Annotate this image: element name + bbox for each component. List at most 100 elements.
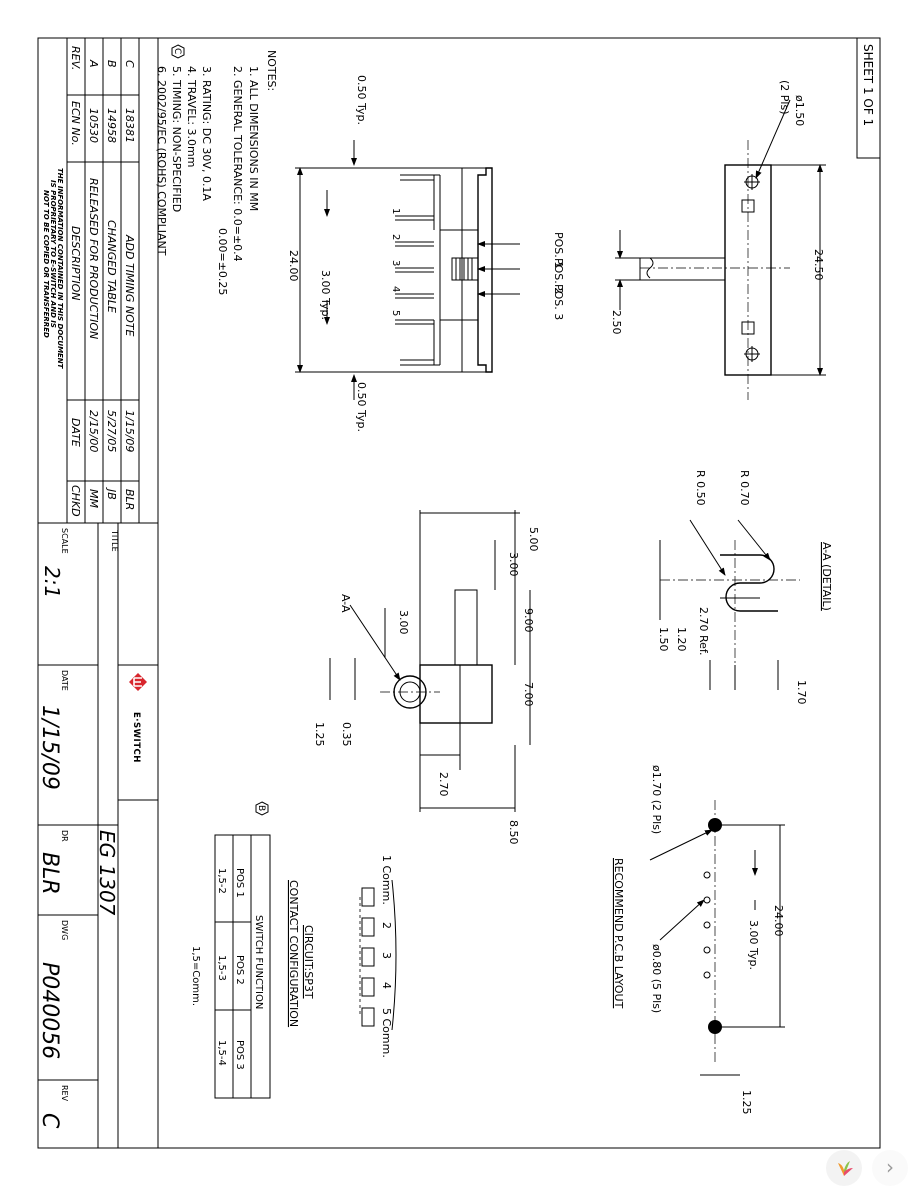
rev-b-chkd: JB [105,487,118,500]
note-2: 2. GENERAL TOLERANCE: 0.0=±0.4 [231,66,244,262]
front-view: 1 2 3 4 5 POS. 1 POS. 2 POS. 3 24.00 3.0… [287,75,565,432]
contact-2: 2 [380,922,393,929]
contact-5: 5 Comm. [380,1008,393,1058]
rev-c-ecn: 18381 [123,108,136,143]
pcb-layout: RECOMMEND P.C.B LAYOUT 24.00 3.00 Typ. ø… [612,765,785,1115]
side-dim-3a: 3.00 [507,552,520,577]
rev-header-chkd: CHKD [69,485,82,517]
mount-hole-bottom [744,346,760,362]
circuit-rev-marker-letter: B [256,805,266,811]
top-dim-hole-qty: (2 Pls) [778,80,791,115]
notes-rev-marker: C [171,44,185,59]
rev-a-ecn: 10530 [87,108,100,143]
pcb-hole-large: ø1.70 (2 Pls) [650,765,663,834]
detail-d4: 1.70 [795,680,808,705]
dwg-label: DWG [60,920,69,940]
front-dim-length: 24.00 [287,250,300,282]
pin-3-label: 3 [390,260,401,266]
rev-a-letter: A [87,59,100,68]
side-dim-850: 8.50 [507,820,520,845]
rev-b-date: 5/27/05 [105,410,118,452]
top-view: ø1.50 (2 Pls) 24.50 2.50 [610,80,826,400]
side-view: 5.00 3.00 9.00 7.00 3.00 0.35 1.25 2.70 … [313,510,540,845]
section-label: A-A [339,594,352,613]
pcb-hole-small: ø0.80 (5 Pls) [650,944,663,1013]
rev-header-date: DATE [69,418,82,447]
chevron-right-icon: › [886,1155,894,1179]
scale-value: 2:1 [40,566,64,598]
part-number: EG 1307 [95,830,119,916]
date-label: DATE [60,670,69,691]
switch-function-table: SWITCH FUNCTION POS 1 POS 2 POS 3 1,5-2 … [214,834,271,1099]
detail-r2: R 0.50 [694,470,707,506]
note-2b: 0.00=±0.25 [216,228,229,295]
disclaimer-line-3: NOT TO BE COPIED OR TRANSFERRED [42,190,50,338]
prev-page-button[interactable] [826,1150,862,1186]
terminal-pins [395,174,434,366]
rev-a-description: RELEASED FOR PRODUCTION [87,178,100,339]
switch-header-pos3: POS 3 [234,1040,245,1070]
viewer-nav: › [820,1144,918,1188]
note-5: 5. TIMING: NON-SPECIFIED [170,66,183,212]
rev-label: REV [60,1085,69,1102]
pin-5-label: 5 [390,310,401,316]
note-3: 3. RATING: DC 30V, 0.1A [200,66,213,201]
side-dim-7: 7.00 [522,682,535,707]
sheet-label-box: SHEET 1 OF 1 [856,37,881,159]
pin-1-label: 1 [390,208,401,214]
sheet-label: SHEET 1 OF 1 [861,44,875,126]
rev-c-letter: C [123,60,136,68]
title-block: SCALE 2:1 TITLE DATE 1/15/09 E·SWITCH EG… [37,522,159,1149]
detail-title: A-A (DETAIL) [820,542,833,611]
rev-b-letter: B [105,60,118,68]
rev-header-rev: REV. [69,46,82,70]
rev-header-description: DESCRIPTION [69,226,82,300]
switch-header-pos1: POS 1 [234,868,245,898]
side-dim-035: 0.35 [340,722,353,747]
rev-c-description: ADD TIMING NOTE [123,234,136,337]
brand-name: E·SWITCH [131,712,141,763]
notes-heading: NOTES: [265,50,278,91]
rev-c-date: 1/15/09 [123,410,136,452]
disclaimer-line-2: IS PROPRIETARY TO E-SWITCH AND IS [49,180,57,328]
dr-label: DR [60,830,69,842]
detail-r1: R 0.70 [738,470,751,506]
note-6: 6. 2002/95/EC (ROHS) COMPLIANT [155,66,168,256]
drawn-by: BLR [37,852,62,895]
switch-value-pos2: 1,5-3 [216,955,227,981]
detail-d2: 1.20 [675,627,688,652]
rev-a-date: 2/15/00 [87,410,100,452]
side-dim-270: 2.70 [437,772,450,797]
date-value: 1/15/09 [37,705,62,790]
front-dim-spacing: 3.00 Typ. [319,270,332,320]
pcb-dim-length: 24.00 [772,905,785,937]
notes-rev-marker-letter: C [172,48,182,54]
scale-label: SCALE [60,528,69,554]
pos-3-label: POS. 3 [552,284,565,320]
pin-2-label: 2 [390,234,401,240]
circuit-title: CIRCUIT:SP3T [302,925,315,999]
pcb-large-hole-bottom [708,1020,722,1034]
revision-table: REV. ECN No. DESCRIPTION DATE CHKD A 105… [37,37,159,524]
note-1: 1. ALL DIMENSIONS IN MM [247,66,260,211]
notes: C NOTES: 1. ALL DIMENSIONS IN MM 2. GENE… [155,44,278,295]
mount-hole-top [744,174,760,190]
rev-b-description: CHANGED TABLE [105,220,118,313]
pos-2-label: POS. 2 [552,258,565,294]
revision-value: C [37,1113,62,1129]
pcb-dim-offset: 1.25 [740,1090,753,1115]
circuit-rev-marker: B [255,801,269,816]
pcb-large-hole-top [708,818,722,832]
circuit-section: CIRCUIT:SP3T CONTACT CONFIGURATION B 1 C… [190,801,397,1099]
switch-value-pos1: 1,5-2 [216,868,227,894]
pin-4-label: 4 [390,286,401,292]
switch-table-title: SWITCH FUNCTION [253,915,264,1009]
rev-header-ecn: ECN No. [69,101,82,146]
circuit-footnote: 1,5=Comm. [190,946,201,1006]
next-page-button[interactable]: › [872,1150,908,1186]
top-dim-length: 24.50 [812,249,825,281]
title-label: TITLE [110,529,119,552]
detail-d3: 1.50 [657,627,670,652]
contact-1: 1 Comm. [380,855,393,905]
